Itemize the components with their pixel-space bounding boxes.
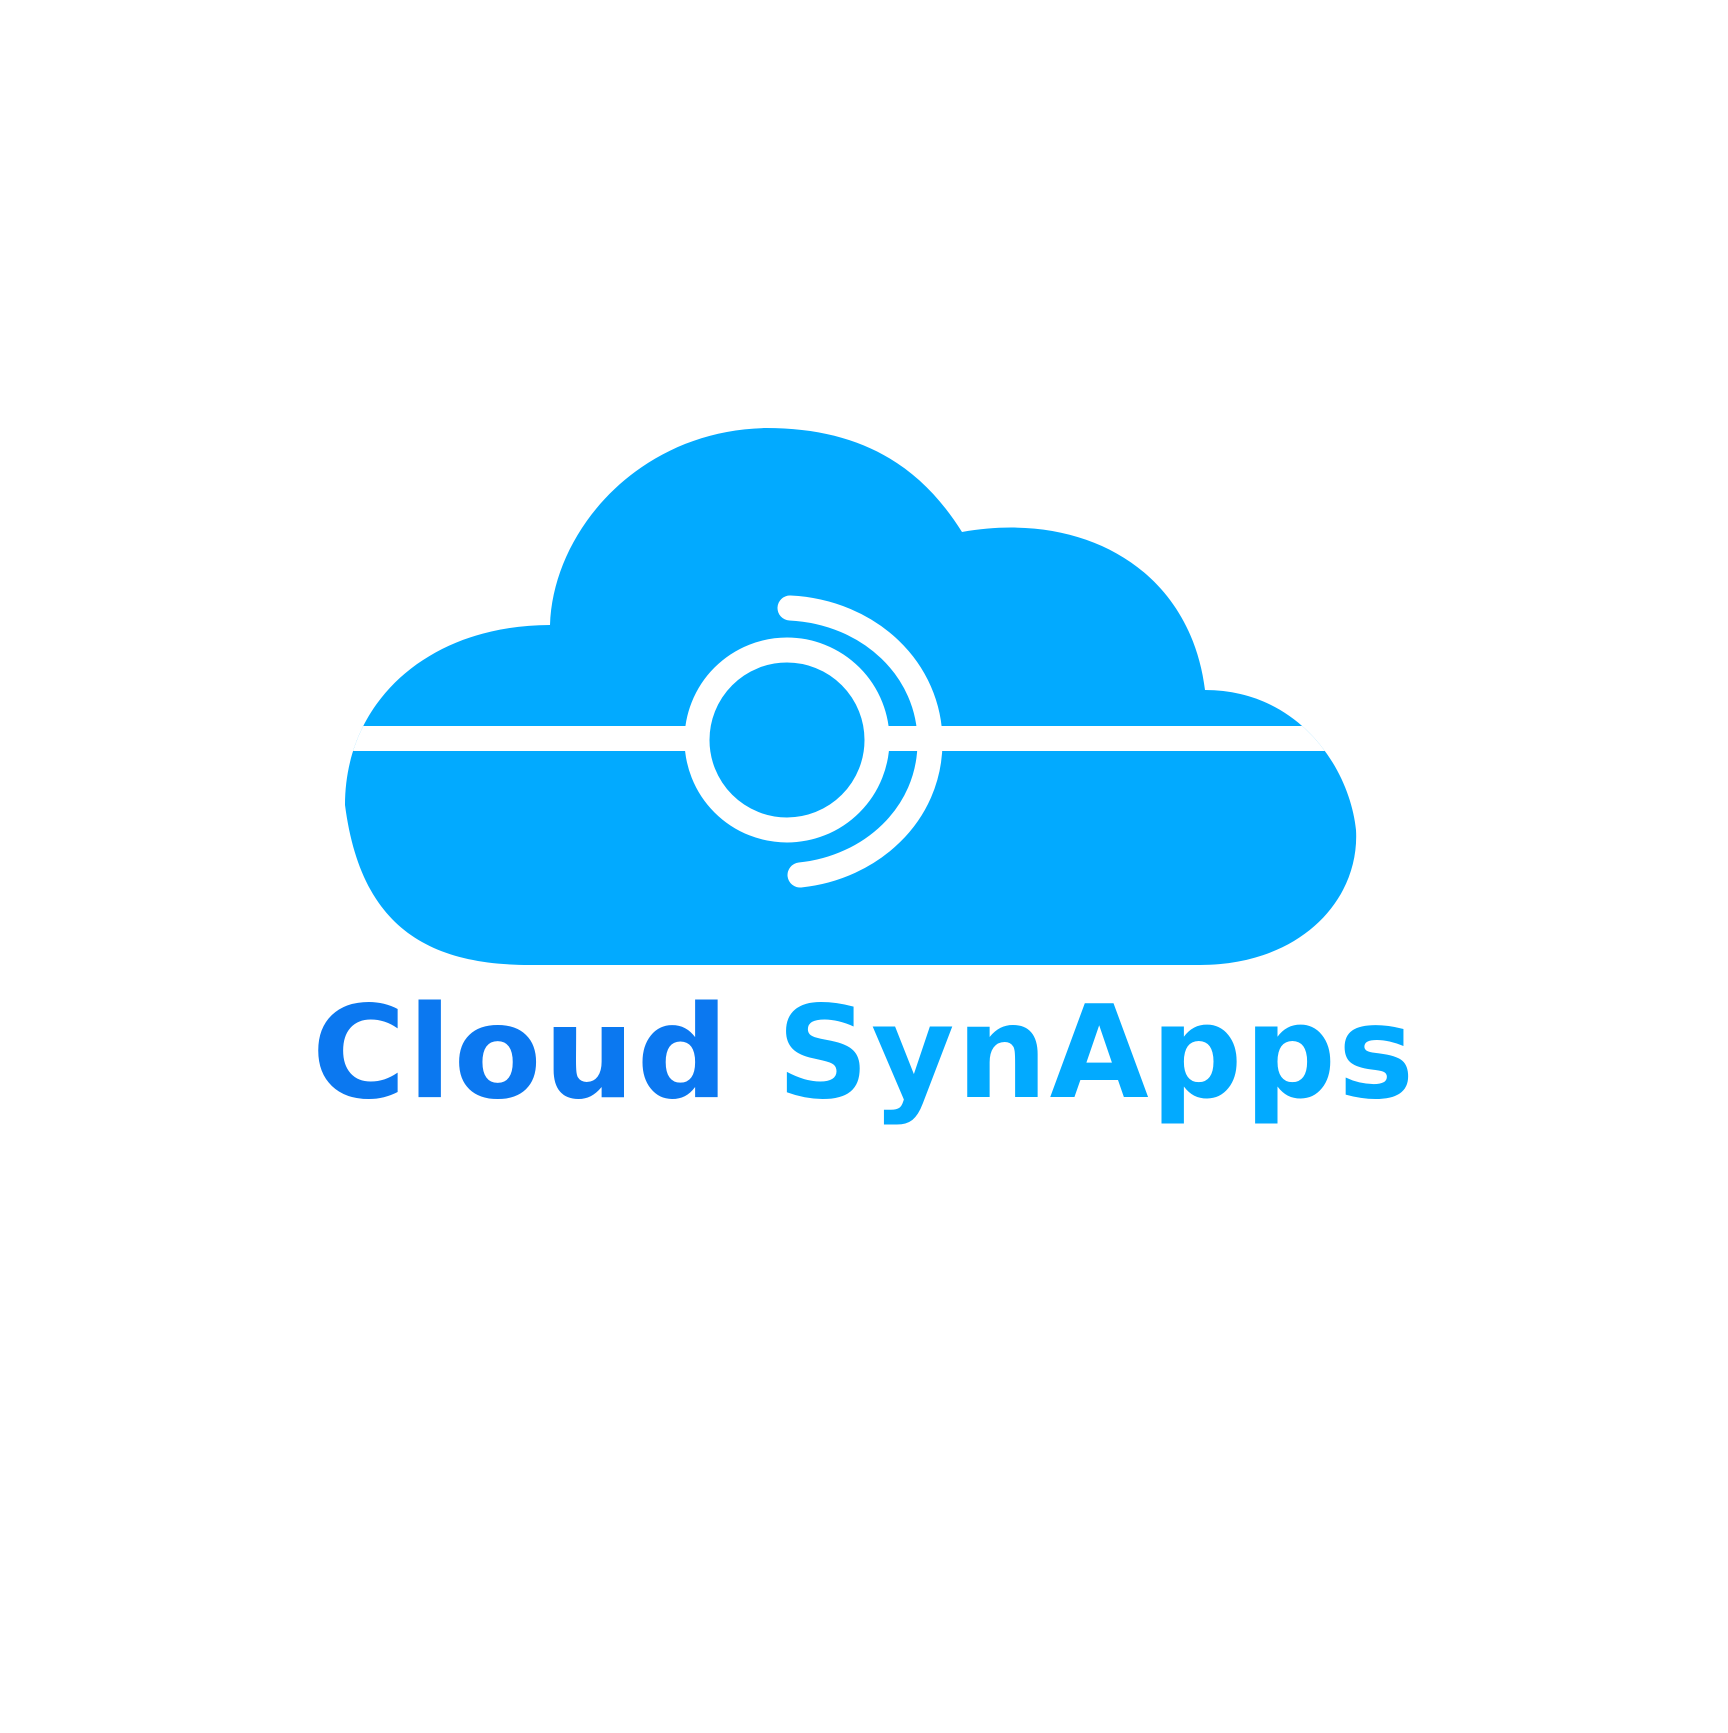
brand-name: Cloud SynApps bbox=[0, 990, 1728, 1118]
brand-name-part-1: Cloud bbox=[311, 979, 731, 1128]
sync-band-left bbox=[345, 726, 680, 751]
sync-band-right bbox=[943, 726, 1357, 751]
brand-name-part-2: SynApps bbox=[776, 979, 1417, 1128]
